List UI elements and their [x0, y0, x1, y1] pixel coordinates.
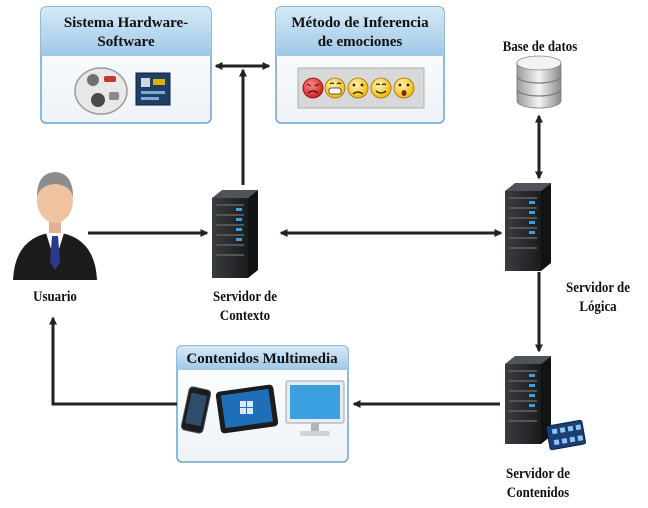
content-server-label-line1: Servidor de [506, 466, 570, 482]
grinning-face-icon [324, 77, 346, 99]
context-server-icon [212, 190, 258, 278]
film-strip-icon [546, 419, 586, 451]
connector-arrows [49, 62, 543, 408]
smiling-face-icon [370, 77, 392, 99]
inference-box-title-line2: de emociones [318, 34, 403, 50]
circuit-board-icon [135, 72, 171, 106]
content-server-icon [505, 356, 551, 444]
hardware-box-title-line2: Software [97, 34, 155, 50]
multimedia-content-box: Contenidos Multimedia [176, 345, 349, 463]
context-server-label-line2: Contexto [219, 308, 271, 324]
logic-server-label-line1: Servidor de [566, 280, 630, 296]
hardware-device-icon [74, 67, 128, 115]
inference-box-title-line1: Método de Inferencia [291, 15, 429, 31]
user-icon [13, 172, 97, 280]
surprised-face-icon [393, 77, 415, 99]
angry-face-icon [302, 77, 324, 99]
hardware-box-title-line1: Sistema Hardware- [64, 15, 188, 31]
database-icon [516, 55, 562, 109]
emotion-inference-box: Método de Inferencia de emociones [275, 6, 445, 124]
context-server-label-line1: Servidor de [213, 289, 277, 305]
user-label: Usuario [33, 289, 77, 305]
content-server-label-line2: Contenidos [506, 485, 570, 501]
smartphone-icon [180, 386, 212, 434]
tablet-icon [215, 384, 279, 434]
multimedia-box-title: Contenidos Multimedia [186, 351, 338, 367]
logic-server-label-line2: Lógica [579, 299, 617, 315]
arrow-multimedia-user [49, 316, 177, 406]
sad-face-icon [347, 77, 369, 99]
logic-server-icon [505, 183, 551, 271]
monitor-icon [285, 380, 345, 436]
hardware-software-box: Sistema Hardware- Software [40, 6, 212, 124]
database-label: Base de datos [502, 39, 578, 55]
